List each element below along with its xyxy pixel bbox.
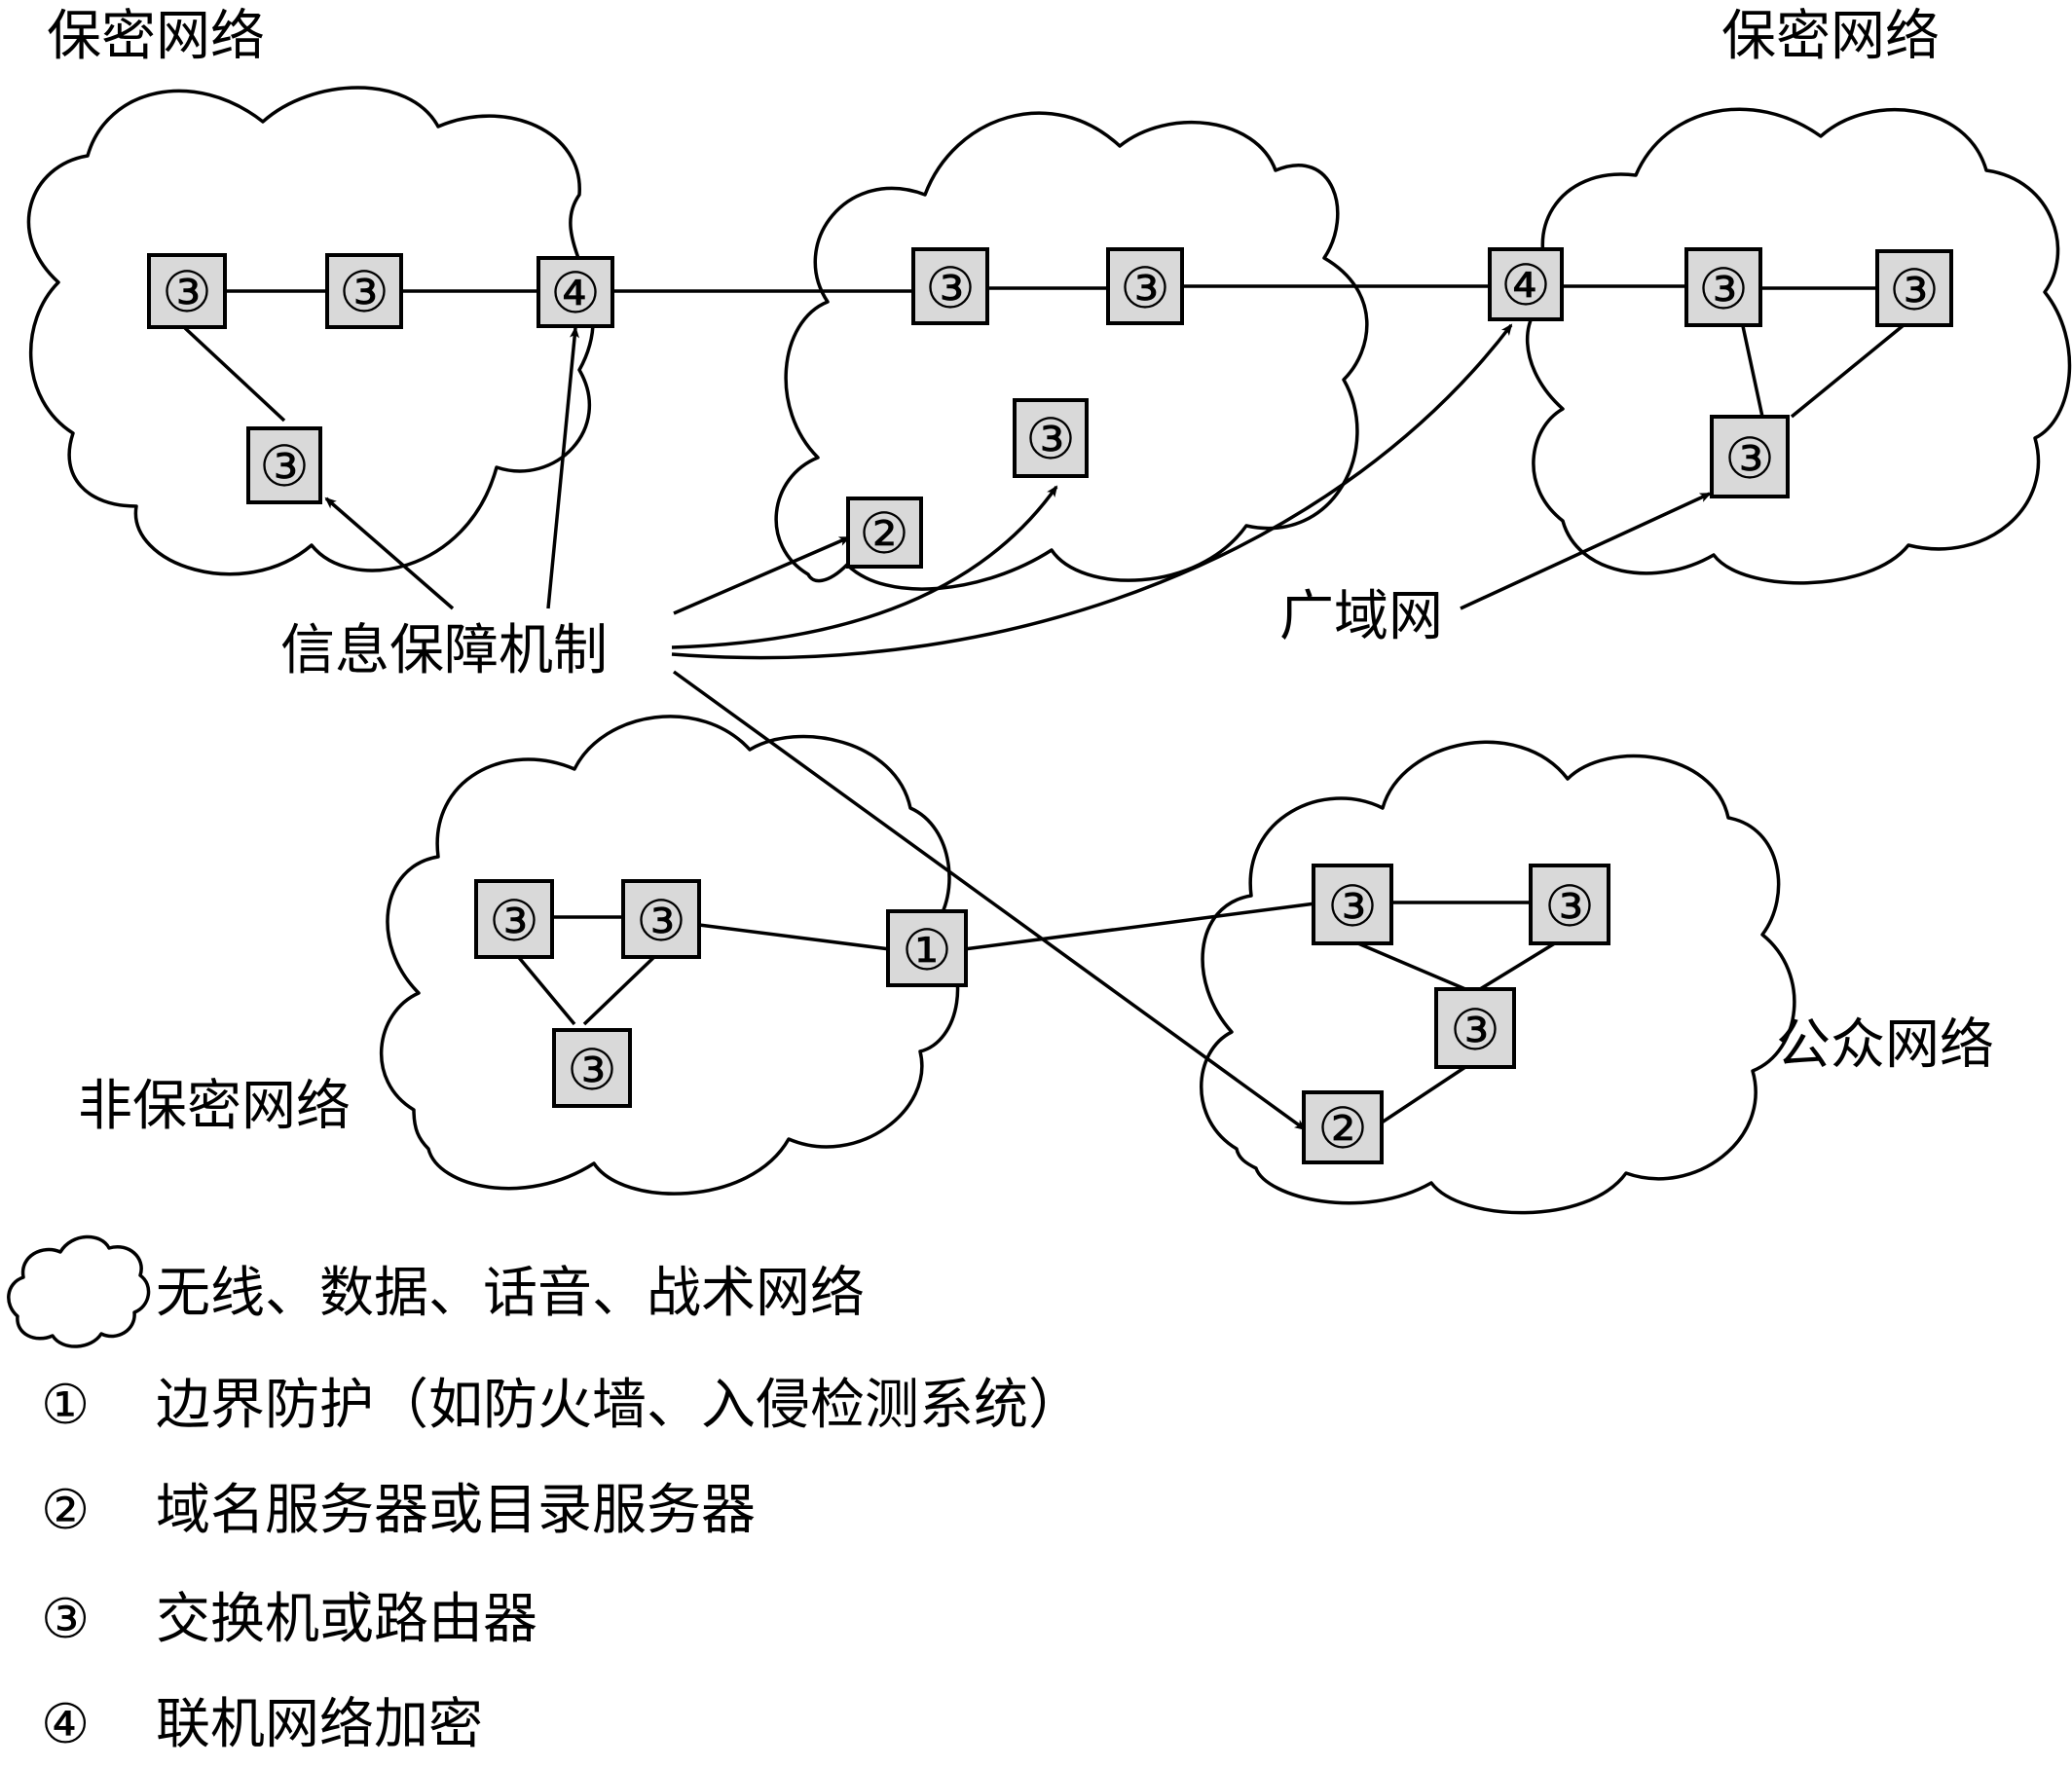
legend-text-3: 交换机或路由器 bbox=[156, 1588, 537, 1651]
node-n2: ③ bbox=[325, 253, 403, 329]
label-mechanism: 信息保障机制 bbox=[280, 619, 608, 682]
svg-text:③: ③ bbox=[1889, 257, 1940, 323]
arrow-to-n9 bbox=[671, 323, 1513, 660]
link-n19-n20 bbox=[1378, 1063, 1469, 1126]
node-n1: ③ bbox=[147, 253, 227, 329]
svg-text:③: ③ bbox=[259, 433, 310, 499]
label-wan: 广域网 bbox=[1279, 585, 1443, 648]
svg-text:③: ③ bbox=[489, 888, 539, 954]
svg-text:④: ④ bbox=[550, 260, 601, 326]
node-n8: ② bbox=[846, 497, 923, 569]
node-n9: ④ bbox=[1488, 247, 1564, 321]
arrow-to-n3 bbox=[546, 326, 580, 609]
svg-text:③: ③ bbox=[1698, 256, 1749, 322]
svg-text:④: ④ bbox=[1500, 252, 1551, 318]
legend-symbol-4: ④ bbox=[41, 1693, 90, 1756]
node-n16: ③ bbox=[552, 1028, 632, 1108]
node-n13: ③ bbox=[474, 879, 554, 959]
link-n15-n17 bbox=[963, 902, 1316, 951]
arrow-to-n4 bbox=[324, 497, 455, 610]
node-n7: ③ bbox=[1013, 398, 1089, 478]
legend-cloud-icon bbox=[7, 1234, 151, 1348]
svg-text:③: ③ bbox=[1544, 873, 1595, 939]
node-n6: ③ bbox=[1106, 247, 1184, 325]
legend-symbol-3: ③ bbox=[41, 1588, 90, 1651]
link-n17-n19 bbox=[1352, 939, 1466, 991]
arrow-to-n8 bbox=[673, 535, 851, 615]
node-n19: ③ bbox=[1434, 987, 1516, 1069]
svg-text:③: ③ bbox=[1450, 997, 1500, 1063]
node-n4: ③ bbox=[246, 426, 322, 504]
label-public: 公众网络 bbox=[1776, 1013, 1994, 1077]
arrow-to-n20 bbox=[672, 670, 1307, 1131]
cloud-classified-left bbox=[26, 86, 595, 576]
svg-text:③: ③ bbox=[567, 1037, 617, 1103]
node-n17: ③ bbox=[1312, 864, 1393, 945]
legend-text-4: 联机网络加密 bbox=[156, 1693, 483, 1756]
link-n14-n16 bbox=[582, 952, 659, 1026]
legend: 无线、数据、话音、战术网络 ① 边界防护（如防火墙、入侵检测系统） ② 域名服务… bbox=[7, 1234, 1083, 1756]
node-n11: ③ bbox=[1875, 249, 1953, 327]
arrow-wan-to-n12 bbox=[1460, 492, 1712, 610]
legend-symbol-2: ② bbox=[41, 1479, 90, 1542]
node-n10: ③ bbox=[1684, 247, 1762, 327]
label-classified-left: 保密网络 bbox=[47, 5, 265, 68]
link-n1-n4 bbox=[183, 326, 286, 423]
node-n20: ② bbox=[1302, 1090, 1384, 1164]
svg-text:③: ③ bbox=[339, 259, 389, 325]
legend-symbol-1: ① bbox=[41, 1374, 90, 1437]
svg-text:①: ① bbox=[902, 917, 952, 983]
svg-text:③: ③ bbox=[1120, 255, 1170, 321]
link-n11-n12 bbox=[1790, 323, 1906, 419]
link-n14-n15 bbox=[698, 923, 891, 951]
cloud-unclassified bbox=[380, 715, 960, 1196]
cloud-classified-right bbox=[1526, 107, 2072, 585]
link-n10-n12 bbox=[1741, 325, 1764, 418]
node-n18: ③ bbox=[1529, 864, 1610, 945]
link-n18-n19 bbox=[1479, 939, 1559, 991]
node-n3: ④ bbox=[536, 256, 614, 328]
link-n13-n16 bbox=[514, 952, 576, 1026]
node-n5: ③ bbox=[911, 247, 989, 325]
svg-text:③: ③ bbox=[1025, 406, 1076, 472]
svg-text:③: ③ bbox=[1327, 873, 1378, 939]
node-n12: ③ bbox=[1710, 415, 1790, 498]
label-classified-right: 保密网络 bbox=[1721, 5, 1940, 68]
svg-text:③: ③ bbox=[636, 888, 686, 954]
cloud-middle bbox=[774, 111, 1369, 591]
cloud-public bbox=[1200, 740, 1796, 1215]
svg-text:②: ② bbox=[859, 500, 909, 567]
legend-text-0: 无线、数据、话音、战术网络 bbox=[156, 1262, 865, 1325]
label-unclassified: 非保密网络 bbox=[78, 1075, 351, 1138]
node-n14: ③ bbox=[621, 879, 701, 959]
legend-text-2: 域名服务器或目录服务器 bbox=[156, 1479, 756, 1542]
svg-text:③: ③ bbox=[1724, 425, 1775, 492]
node-n15: ① bbox=[886, 909, 968, 987]
arrow-to-n7 bbox=[671, 485, 1058, 649]
svg-text:②: ② bbox=[1317, 1095, 1368, 1161]
svg-text:③: ③ bbox=[162, 259, 212, 325]
svg-text:③: ③ bbox=[925, 255, 976, 321]
legend-text-1: 边界防护（如防火墙、入侵检测系统） bbox=[156, 1374, 1083, 1437]
